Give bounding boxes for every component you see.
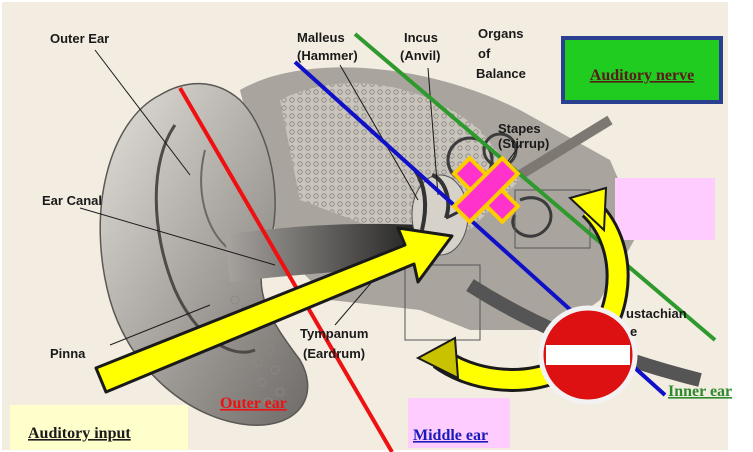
label-stirrup: (Stirrup) xyxy=(498,136,549,151)
label-malleus: Malleus xyxy=(297,30,345,45)
label-eustachian-tail: e xyxy=(630,324,637,339)
pink-box-inner xyxy=(615,178,715,240)
auditory-nerve-text: Auditory nerve xyxy=(590,67,694,84)
label-tympanum: Tympanum xyxy=(300,326,368,341)
label-ear-canal: Ear Canal xyxy=(42,193,102,208)
label-balance: Balance xyxy=(476,66,526,81)
region-inner-ear: Inner ear xyxy=(668,383,732,400)
label-eustachian: ustachian xyxy=(626,306,687,321)
region-middle-ear: Middle ear xyxy=(413,427,488,444)
label-incus: Incus xyxy=(404,30,438,45)
label-stapes: Stapes xyxy=(498,121,541,136)
no-entry-icon xyxy=(541,308,635,402)
label-eardrum: (Eardrum) xyxy=(303,346,365,361)
label-outer-ear: Outer Ear xyxy=(50,31,109,46)
label-anvil: (Anvil) xyxy=(400,48,440,63)
region-outer-ear: Outer ear xyxy=(220,395,287,412)
auditory-input-box: Auditory input xyxy=(10,405,188,450)
label-organs: Organs xyxy=(478,26,524,41)
auditory-input-text: Auditory input xyxy=(28,425,131,442)
label-pinna: Pinna xyxy=(50,346,86,361)
label-hammer: (Hammer) xyxy=(297,48,358,63)
label-of: of xyxy=(478,46,491,61)
auditory-nerve-box: Auditory nerve xyxy=(563,38,721,102)
